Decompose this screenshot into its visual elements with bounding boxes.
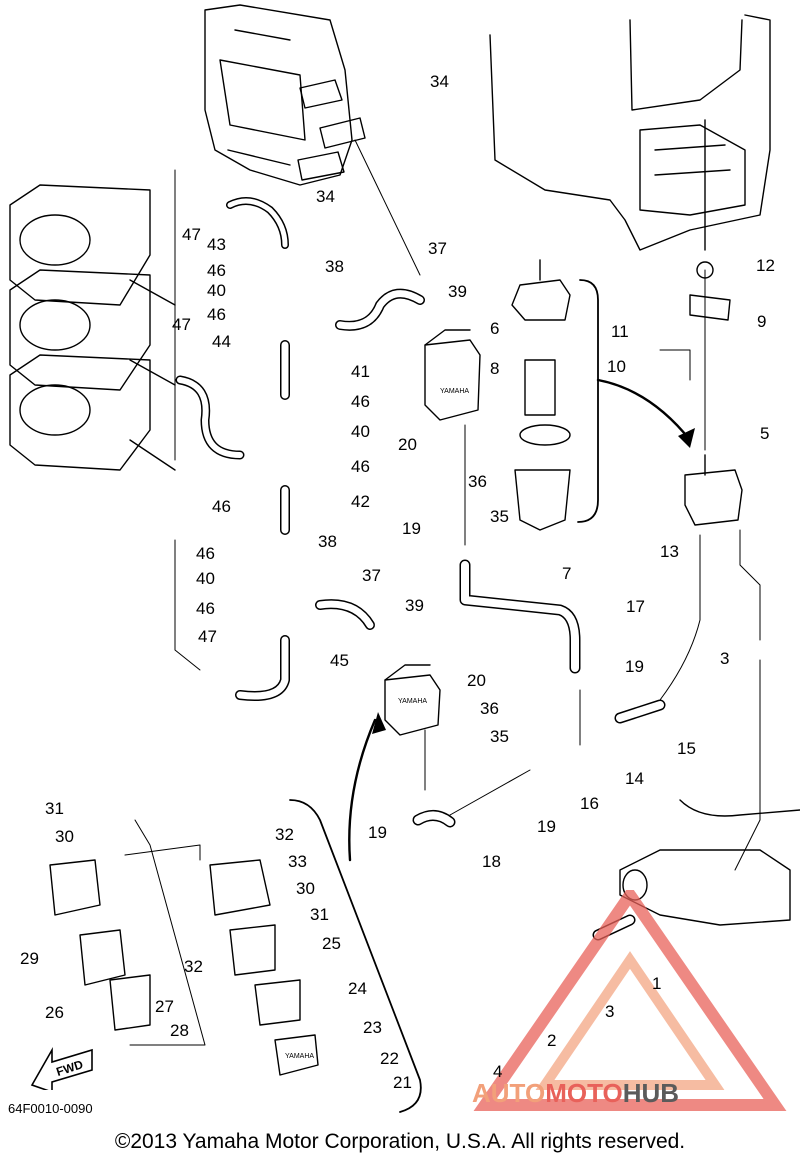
copyright-notice: ©2013 Yamaha Motor Corporation, U.S.A. A… (114, 1130, 686, 1153)
callout: 34 (430, 72, 449, 91)
callout: 39 (405, 596, 424, 615)
callout: 3 (720, 649, 730, 668)
pump-label-upper: YAMAHA (440, 388, 469, 395)
callout: 6 (490, 319, 500, 338)
callout: 41 (351, 362, 370, 381)
forward-arrow-icon: FWD (30, 1046, 93, 1090)
callout: 42 (351, 492, 370, 511)
watermark-text: AUTOMOTOHUB (472, 1078, 680, 1108)
callout: 17 (626, 597, 645, 616)
callout: 46 (196, 544, 215, 563)
group-brackets (289, 279, 599, 1113)
callout: 8 (490, 359, 500, 378)
callout: 38 (325, 257, 344, 276)
callout: 23 (363, 1018, 382, 1037)
callout: 36 (468, 472, 487, 491)
callout: 37 (362, 566, 381, 585)
callout: 30 (296, 879, 315, 898)
fuel-filter-main (684, 261, 743, 526)
callout: 12 (756, 256, 775, 275)
part-code: 64F0010-0090 (8, 1101, 93, 1116)
callout: 34 (316, 187, 335, 206)
callout: 25 (322, 934, 341, 953)
callout: 22 (380, 1049, 399, 1068)
callout: 32 (184, 957, 203, 976)
flow-arrows[interactable] (348, 378, 692, 862)
callout: 46 (212, 497, 231, 516)
engine-block-right (489, 14, 771, 251)
callout: 46 (351, 457, 370, 476)
callout: 40 (351, 422, 370, 441)
callout: 45 (330, 651, 349, 670)
callout: 20 (398, 435, 417, 454)
callout: 44 (212, 332, 231, 351)
callout: 46 (196, 599, 215, 618)
callout: 20 (467, 671, 486, 690)
callout: 7 (562, 564, 572, 583)
callout: 38 (318, 532, 337, 551)
carburetor-stack (9, 184, 176, 471)
callout: 35 (490, 507, 509, 526)
callout: 32 (275, 825, 294, 844)
callout: 26 (45, 1003, 64, 1022)
callout: 5 (760, 424, 770, 443)
callout: 31 (310, 905, 329, 924)
callout: 36 (480, 699, 499, 718)
callout: 29 (20, 949, 39, 968)
callout: 19 (625, 657, 644, 676)
callout: 28 (170, 1021, 189, 1040)
fuel-pump-upper (424, 329, 481, 421)
callout: 30 (55, 827, 74, 846)
callout: 14 (625, 769, 644, 788)
callout: 4 (493, 1062, 503, 1081)
callout: 24 (348, 979, 367, 998)
callout: 18 (482, 852, 501, 871)
callout: 3 (605, 1002, 615, 1021)
callout: 2 (547, 1031, 557, 1050)
callout: 19 (368, 823, 387, 842)
callout: 37 (428, 239, 447, 258)
callout: 1 (652, 974, 662, 993)
automotohub-logo (473, 890, 787, 1111)
callout: 39 (448, 282, 467, 301)
fuel-filter-upper (511, 259, 571, 531)
pump-label-kit: YAMAHA (285, 1053, 314, 1060)
pump-label-lower: YAMAHA (398, 698, 427, 705)
callout: 19 (402, 519, 421, 538)
callout: 13 (660, 542, 679, 561)
callout: 40 (196, 569, 215, 588)
callout: 27 (155, 997, 174, 1016)
callout: 47 (198, 627, 217, 646)
callout: 40 (207, 281, 226, 300)
callout: 46 (351, 392, 370, 411)
fuel-hoses (175, 197, 666, 941)
engine-block-upper (204, 4, 366, 186)
callout: 10 (607, 357, 626, 376)
callout: 21 (393, 1073, 412, 1092)
callout: 31 (45, 799, 64, 818)
callout: 47 (172, 315, 191, 334)
callout: 19 (537, 817, 556, 836)
fuel-pump-lower (384, 664, 441, 736)
callout: 43 (207, 235, 226, 254)
callout: 33 (288, 852, 307, 871)
routing-lines (124, 139, 761, 1046)
callout: 11 (611, 322, 629, 341)
callout: 9 (757, 312, 767, 331)
callout: 46 (207, 261, 226, 280)
pump-kit-parts (49, 859, 319, 1076)
callout: 35 (490, 727, 509, 746)
callout: 15 (677, 739, 696, 758)
callout: 16 (580, 794, 599, 813)
callout: 46 (207, 305, 226, 324)
callout: 47 (182, 225, 201, 244)
